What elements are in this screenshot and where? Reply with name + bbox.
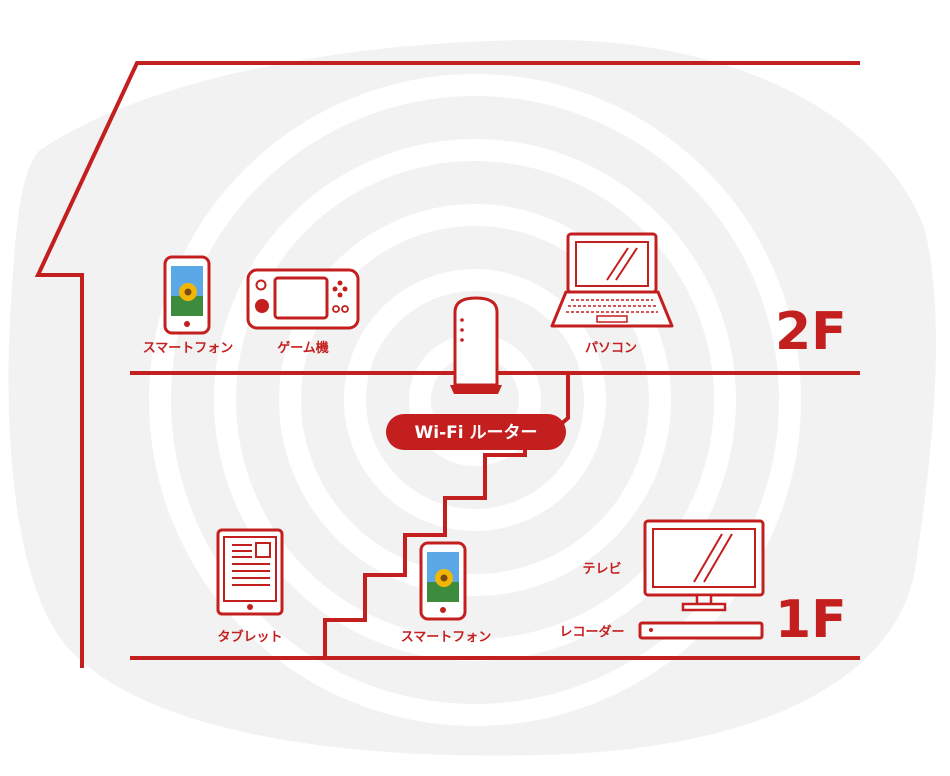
floor-label-1f: 1F — [775, 590, 847, 650]
device-label-smartphone-2f: スマートフォン — [143, 341, 234, 356]
router-label-pill: Wi-Fi ルーター — [386, 414, 566, 450]
laptop-icon — [550, 232, 674, 328]
recorder-icon — [638, 621, 764, 640]
wifi-router-icon — [450, 296, 502, 394]
device-label-tv: テレビ — [582, 561, 621, 577]
device-label-game-console: ゲーム機 — [277, 340, 329, 356]
smartphone-icon — [419, 541, 467, 621]
game-console-icon — [246, 268, 360, 330]
floor-label-2f: 2F — [775, 302, 847, 362]
tablet-icon — [216, 528, 284, 616]
device-label-pc: パソコン — [585, 341, 637, 356]
staircase — [323, 442, 527, 658]
router-label: Wi-Fi ルーター — [415, 423, 538, 443]
device-label-recorder: レコーダー — [559, 624, 624, 640]
device-label-smartphone-1f: スマートフォン — [401, 630, 492, 645]
smartphone-icon — [163, 255, 211, 335]
wifi-signal-waves — [149, 74, 801, 726]
device-label-tablet: タブレット — [217, 629, 282, 645]
tv-icon — [643, 519, 765, 612]
